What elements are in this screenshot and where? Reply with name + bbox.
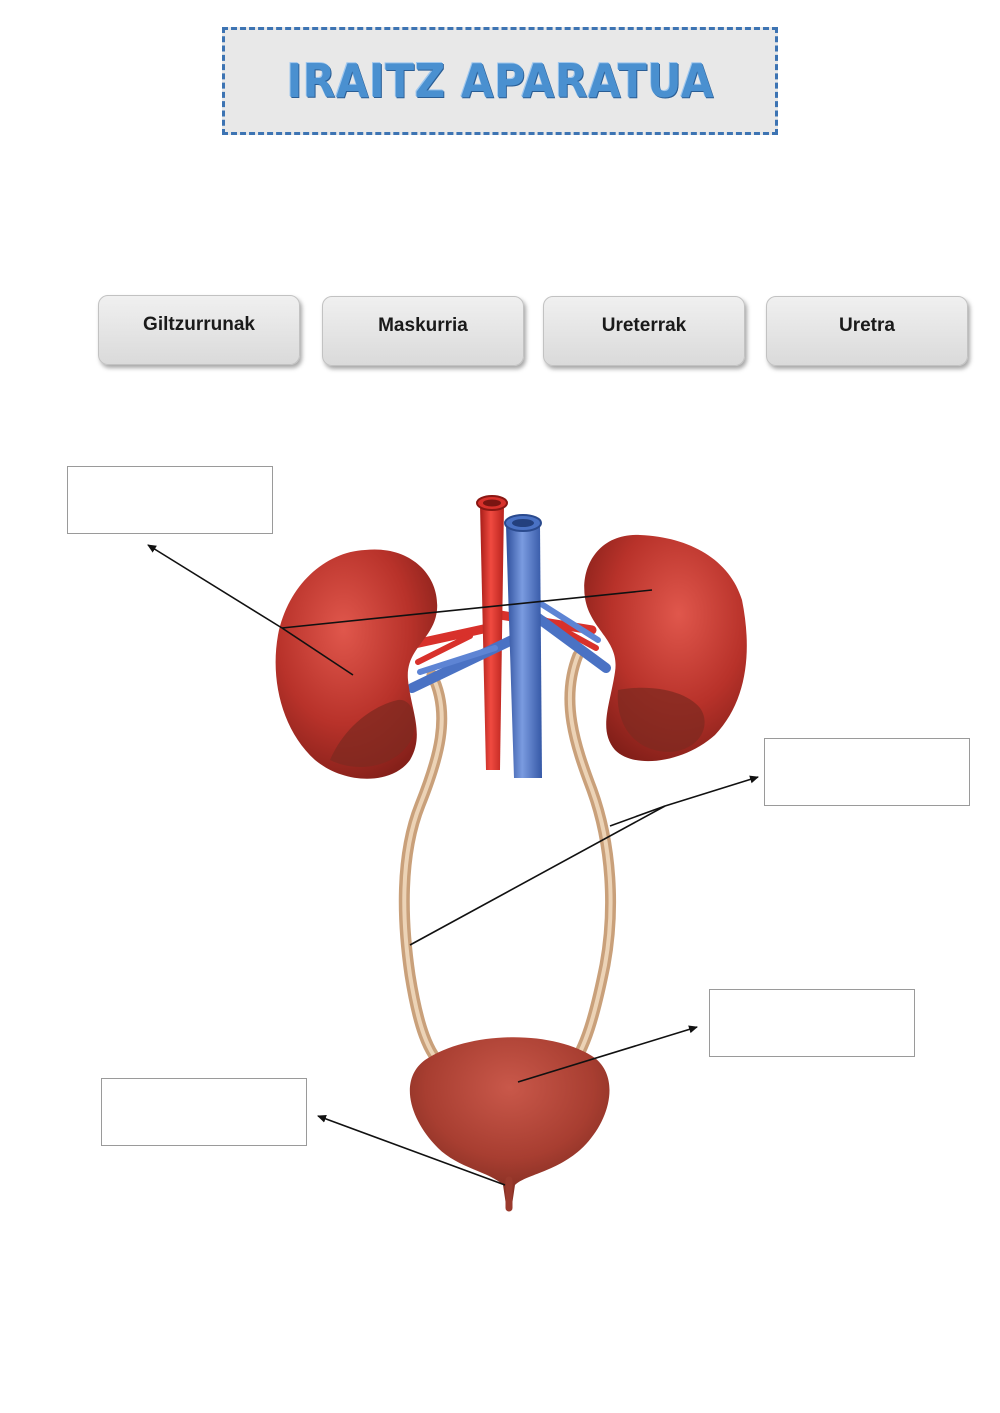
bladder	[409, 1037, 610, 1205]
word-card-uretra[interactable]: Uretra	[766, 296, 968, 366]
right-ureter-highlight	[567, 653, 613, 1070]
right-ureter	[564, 649, 617, 1074]
left-renal-artery-branch	[415, 633, 473, 665]
left-ureter-highlight	[402, 673, 447, 1070]
answer-box-kidneys[interactable]	[67, 466, 273, 534]
pointer-line-ureter-left	[409, 805, 666, 946]
answer-box-ureters[interactable]	[764, 738, 970, 806]
pointer-arrow-kidneys	[147, 544, 283, 629]
pointer-line-kidney-left	[281, 627, 354, 676]
left-renal-vein-branch	[417, 645, 498, 675]
word-card-label: Maskurria	[378, 315, 468, 336]
word-card-maskurria[interactable]: Maskurria	[322, 296, 524, 366]
answer-box-bladder[interactable]	[709, 989, 915, 1057]
right-kidney-medulla	[617, 687, 705, 752]
vena-cava	[506, 525, 542, 778]
word-card-giltzurrunak[interactable]: Giltzurrunak	[98, 295, 300, 365]
right-renal-vein	[525, 607, 611, 673]
right-renal-vein-branch	[532, 597, 601, 643]
answer-box-urethra[interactable]	[101, 1078, 307, 1146]
pointer-line-ureter-right	[609, 805, 666, 827]
left-renal-artery	[405, 623, 493, 650]
aorta	[480, 505, 504, 770]
left-kidney-medulla	[330, 699, 415, 767]
word-card-label: Ureterrak	[601, 315, 687, 336]
pointer-arrow-bladder	[517, 1025, 698, 1083]
pointer-arrow-urethra	[317, 1115, 506, 1186]
word-card-ureterrak[interactable]: Ureterrak	[543, 296, 745, 366]
pointer-line-kidney-right	[281, 589, 653, 629]
word-card-label: Uretra	[839, 315, 895, 336]
title-banner: IRAITZ APARATUA	[222, 27, 778, 135]
word-card-label: Giltzurrunak	[143, 314, 255, 335]
pointer-arrow-ureters	[664, 775, 759, 807]
page-title: IRAITZ APARATUA	[286, 54, 714, 108]
